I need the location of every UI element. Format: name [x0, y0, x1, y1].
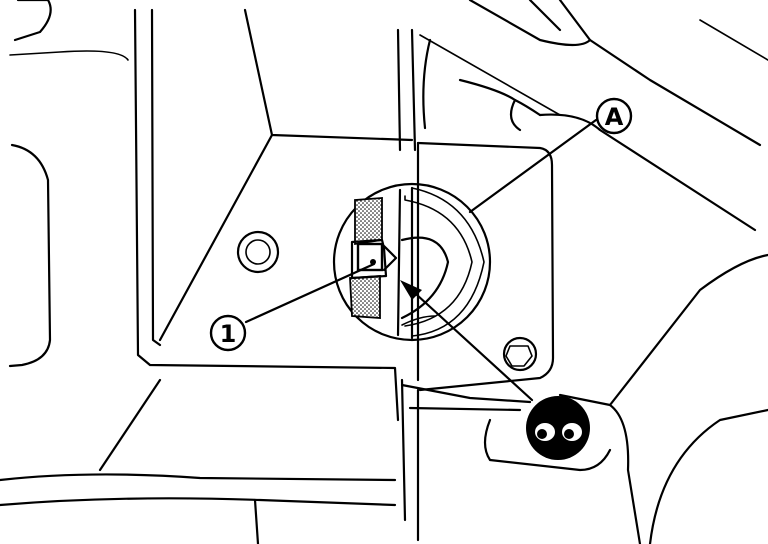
locking-clip [349, 197, 398, 319]
eye-view-icon [526, 396, 590, 460]
callout-a-label: A [605, 103, 624, 131]
circular-cap-assembly [332, 182, 492, 342]
callout-1: 1 [209, 314, 247, 352]
callout-a: A [595, 97, 633, 135]
bolt-left [236, 230, 280, 274]
bolt-right [502, 336, 538, 372]
callout-1-label: 1 [220, 320, 237, 348]
leader-lines [244, 118, 598, 402]
